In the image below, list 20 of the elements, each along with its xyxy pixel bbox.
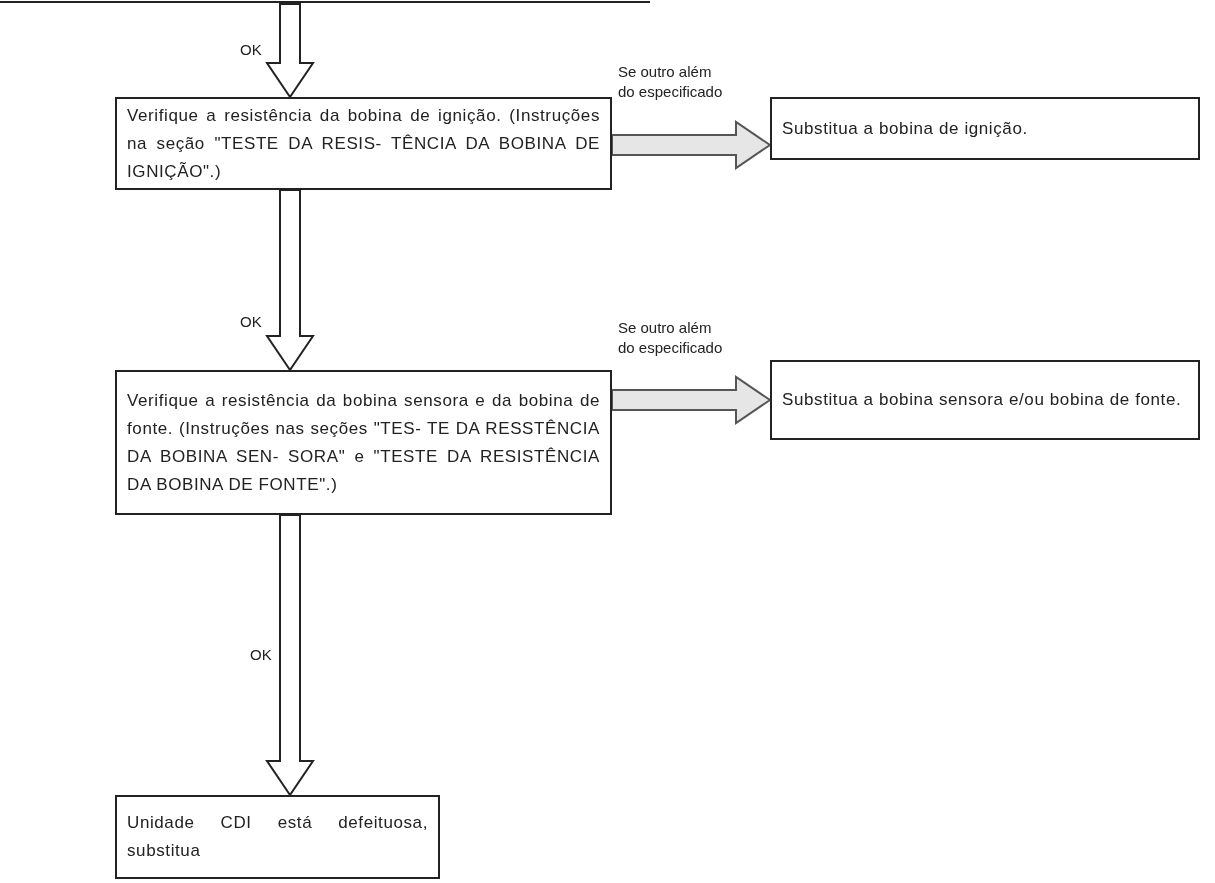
- edge-label: OK: [240, 312, 263, 332]
- edge-label: Se outro além do especificado: [618, 318, 724, 358]
- process-box: [115, 795, 440, 879]
- hollow-arrow: [611, 375, 772, 425]
- hollow-arrow: [611, 120, 772, 170]
- step-text: Substitua a bobina de ignição.: [782, 117, 1029, 140]
- hollow-arrow: [265, 189, 315, 372]
- step-text: Verifique a resistência da bobina sensora e da bobina de fonte. (Instruções nas seções "TES- TE DA RESSTÊNCIA DA BOBINA SEN- SORA" e "TESTE DA RESISTÊNCIA DA BOBINA DE FONTE".): [127, 389, 600, 496]
- edge-label: OK: [250, 645, 273, 665]
- process-box: [770, 360, 1200, 440]
- step-text: Unidade CDI está defeituosa, substitua: [127, 812, 428, 862]
- process-box: [115, 370, 612, 515]
- hollow-arrow: [265, 3, 315, 99]
- step-text: Verifique a resistência da bobina de ignição. (Instruções na seção "TESTE DA RESIS- TÊNCIA DA BOBINA DE IGNIÇÃO".): [127, 104, 600, 183]
- process-box: [115, 97, 612, 190]
- process-box: [770, 97, 1200, 160]
- edge-label: OK: [240, 40, 263, 60]
- edge-label: Se outro além do especificado: [618, 62, 724, 102]
- step-text: Substitua a bobina sensora e/ou bobina de fonte.: [782, 389, 1183, 411]
- hollow-arrow: [265, 514, 315, 797]
